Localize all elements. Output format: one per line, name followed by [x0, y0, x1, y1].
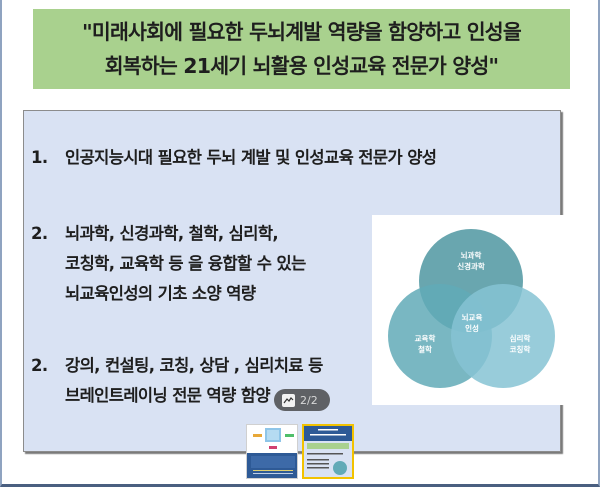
- venn-label-right-1: 심리학: [510, 333, 531, 343]
- image-gallery-icon: [282, 393, 295, 407]
- item-text: 코칭학, 교육학 등 을 융합할 수 있는: [65, 254, 306, 273]
- venn-label-top-1: 뇌과학: [461, 250, 482, 260]
- venn-label-center-2: 인성: [465, 323, 479, 333]
- item-text: 뇌과학, 신경과학, 철학, 심리학,: [65, 224, 279, 243]
- pager-count: 2/2: [300, 393, 318, 407]
- title-line-1: "미래사회에 필요한 두뇌계발 역량을 함양하고 인성을: [82, 20, 522, 44]
- venn-label-left-1: 교육학: [415, 333, 436, 343]
- item-text: 강의, 컨설팅, 코칭, 상담 , 심리치료 등: [65, 356, 323, 375]
- title-banner: "미래사회에 필요한 두뇌계발 역량을 함양하고 인성을 회복하는 21세기 뇌…: [33, 9, 570, 89]
- item-text: 인공지능시대 필요한 두뇌 계발 및 인성교육 전문가 양성: [65, 148, 437, 167]
- list-item-1: 1. 인공지능시대 필요한 두뇌 계발 및 인성교육 전문가 양성: [31, 143, 437, 173]
- venn-label-center-1: 뇌교육: [462, 312, 483, 322]
- list-item-3: 2. 강의, 컨설팅, 코칭, 상담 , 심리치료 등 브레인트레이닝 전문 역량…: [31, 351, 323, 411]
- item-text: 뇌교육인성의 기초 소양 역량: [65, 284, 256, 303]
- image-pager-badge[interactable]: 2/2: [274, 389, 330, 411]
- item-text: 브레인트레이닝 전문 역량 함양: [65, 386, 271, 405]
- thumbnail-2-selected[interactable]: [302, 424, 354, 479]
- list-item-2: 2. 뇌과학, 신경과학, 철학, 심리학, 코칭학, 교육학 등 을 융합할 수…: [31, 219, 306, 309]
- venn-circle-right: [451, 284, 555, 388]
- venn-diagram: 뇌과학 신경과학 뇌교육 인성 교육학 철학 심리학 코칭학: [372, 215, 570, 405]
- title-line-2: 회복하는 21세기 뇌활용 인성교육 전문가 양성": [104, 54, 499, 78]
- item-number: 2.: [31, 356, 48, 375]
- venn-label-left-2: 철학: [418, 344, 432, 354]
- venn-label-top-2: 신경과학: [457, 261, 485, 271]
- thumbnail-1[interactable]: [246, 424, 298, 479]
- venn-label-right-2: 코칭학: [510, 344, 531, 354]
- item-number: 2.: [31, 224, 48, 243]
- item-number: 1.: [31, 148, 48, 167]
